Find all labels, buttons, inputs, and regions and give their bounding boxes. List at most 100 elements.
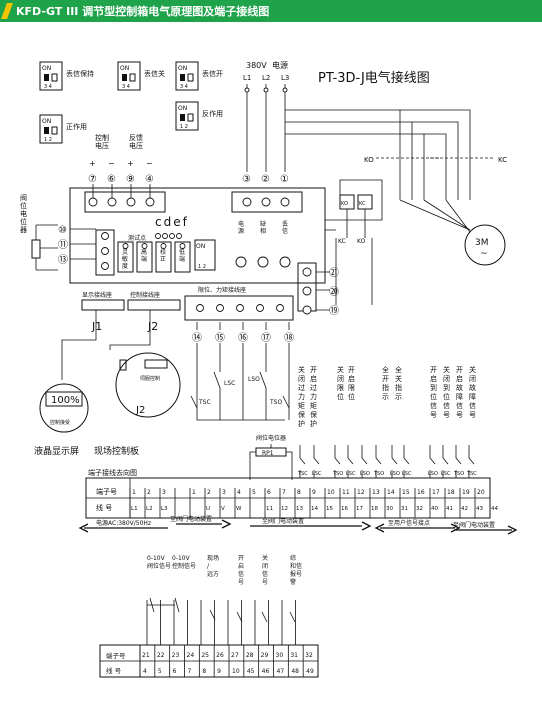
table-cell: 11 [266, 506, 273, 512]
dip-switch [39, 114, 63, 144]
arrow-valve-3 [455, 525, 518, 535]
signal-label: 关闭信号 [262, 554, 268, 586]
motor-label: 3M [475, 238, 489, 248]
pot-box [174, 241, 191, 273]
arrow-valve-1-label: 至阀门电动装置 [170, 515, 212, 523]
j2-header: 控制接线座 [130, 291, 160, 299]
table-cell: 22 [157, 652, 165, 659]
table-cell: 20 [477, 489, 485, 496]
table-cell: 15 [402, 489, 410, 496]
table-cell: L2 [146, 506, 153, 512]
relay-kc-label: KC [359, 201, 366, 207]
dip-on: ON [42, 65, 51, 72]
relay-contact [429, 445, 436, 478]
table-cell: 3 [162, 489, 166, 496]
signal-label: 开启信号 [238, 555, 244, 586]
table-cell: 5 [158, 668, 162, 675]
table-cell: 42 [461, 506, 468, 512]
test-point-label: 测试点 [128, 234, 146, 242]
lcd-display [39, 383, 89, 433]
screw-terminal [302, 286, 312, 296]
dip-nums: 1 2 [44, 137, 52, 143]
row-label: 端子号 [96, 487, 117, 496]
screw-terminal [101, 262, 109, 270]
board-j2: J2 [135, 405, 145, 416]
status-label: 开启过力矩保护 [310, 366, 317, 428]
dip-label: 正作用 [66, 122, 87, 131]
relay-label: TSO [453, 471, 464, 477]
table-cell: 46 [262, 668, 270, 675]
j1-header: 显示接线座 [82, 291, 112, 299]
phase-l1: L1 [243, 74, 251, 82]
relay-label: LSC [312, 471, 322, 477]
table-cell: U [206, 506, 210, 512]
dip-on: ON [42, 118, 51, 125]
arrow-power [78, 523, 168, 533]
dip-lever [44, 74, 49, 81]
screw-terminal [261, 197, 271, 207]
relay-contact [403, 445, 410, 478]
table-grid [86, 478, 490, 518]
table-title: 端子接线去向图 [88, 468, 137, 477]
screw-terminal [107, 197, 117, 207]
terminal-num: ⑨ [126, 174, 135, 185]
dip-lever [187, 73, 194, 82]
dip-nums: 3 4 [122, 84, 130, 90]
table-cell: 3 [222, 489, 226, 496]
status-label: 关闭故障信号 [469, 365, 476, 419]
j2-label: J2 [147, 320, 158, 333]
table-cell: 14 [387, 489, 395, 496]
ctrl-voltage-label: 控制电压 [95, 133, 109, 150]
table-cell: 2 [207, 489, 211, 496]
dip-lever [122, 74, 127, 81]
terminal-num: ③ [242, 174, 251, 185]
pot-knob [122, 243, 129, 249]
screw-terminal [88, 197, 98, 207]
relay-label: TSO [332, 471, 343, 477]
limit-connector [184, 295, 294, 321]
pot-label: 灵敏度 [122, 249, 128, 270]
dip-nums: 1 2 [180, 124, 188, 130]
diagram-title: PT-3D-J电气接线图 [318, 70, 430, 86]
pot-label: 校正 [160, 248, 166, 263]
table-grid [100, 645, 318, 677]
ko-contact: KO [357, 238, 366, 245]
indicator-led [257, 256, 269, 268]
screw-terminal [280, 197, 290, 207]
plus-2: + [127, 159, 134, 168]
fb-voltage-label: 反馈电压 [129, 133, 143, 150]
test-point [169, 233, 175, 239]
terminal-num: ② [261, 174, 270, 185]
relay-label: LSO [360, 471, 370, 477]
table-cell: 8 [297, 489, 301, 496]
table-cell: 10 [232, 668, 240, 675]
table-cell: L3 [161, 506, 168, 512]
dip-lever [51, 126, 58, 135]
pot-label: 阀位电位器 [256, 434, 286, 442]
tso-label: TSO [269, 399, 282, 406]
dip-on-label: ON [196, 243, 205, 250]
lsc-label: LSC [224, 380, 235, 387]
phase-l2: L2 [262, 74, 270, 82]
table-cell: 11 [342, 489, 350, 496]
relay-label: TSO [373, 471, 384, 477]
table-cell: 4 [237, 489, 241, 496]
relay-contact [313, 445, 320, 478]
left-pot-wires [35, 224, 58, 271]
table-cell: 40 [431, 506, 438, 512]
relay-wires [325, 179, 383, 290]
relay-label: TSC [466, 471, 477, 477]
status-label: 全开指示 [382, 365, 389, 401]
relay-contact [468, 445, 475, 478]
relay-contact [455, 445, 462, 478]
lower-contacts [147, 597, 296, 623]
terminal-num: ⑯ [238, 332, 248, 344]
row-label: 端子号 [106, 651, 126, 660]
contactor-wires [399, 110, 425, 200]
table-cell: 7 [282, 489, 286, 496]
terminal-num: ⑬ [58, 254, 68, 266]
status-label: 开启故障信号 [456, 366, 463, 419]
table-cell: V [221, 506, 225, 512]
table-cell: 18 [371, 506, 378, 512]
